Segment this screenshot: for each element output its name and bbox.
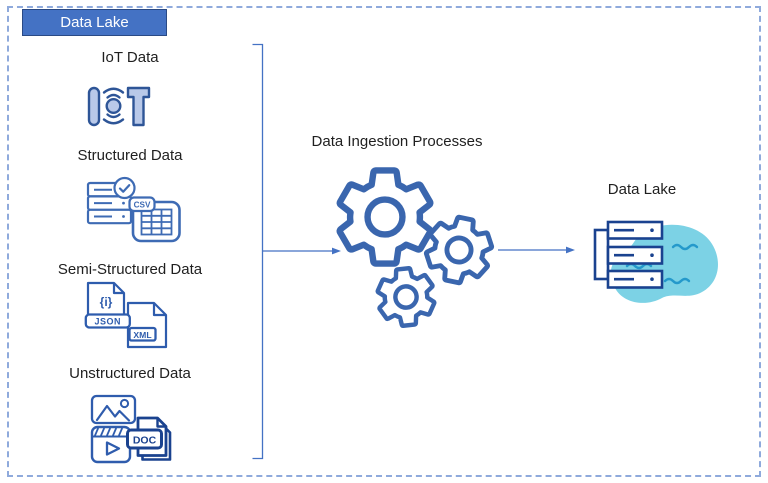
iot-letter-t	[126, 86, 151, 127]
iot-letter-o	[105, 98, 122, 115]
gear-small-icon	[376, 266, 437, 328]
server-bars	[606, 220, 664, 289]
data-lake-label: Data Lake	[607, 181, 677, 198]
gears-icon	[320, 158, 505, 333]
braces-glyph: {i}	[100, 295, 113, 309]
iot-wave-top-large	[102, 87, 125, 94]
server-stack-icon	[593, 220, 664, 289]
doc-badge-text: DOC	[133, 435, 157, 447]
semi-structured-data-label: Semi-Structured Data	[57, 261, 203, 278]
iot-wave-bottom-large	[102, 118, 125, 125]
sources-bracket	[252, 43, 264, 460]
json-badge: JSON	[84, 313, 131, 329]
arrow-ingestion-to-lake-icon	[498, 246, 575, 254]
check-circle-icon	[113, 176, 136, 200]
structured-data-label: Structured Data	[77, 147, 183, 164]
database-stack	[86, 181, 133, 225]
gear-large-icon	[340, 170, 431, 263]
arrow-sources-to-ingestion-icon	[263, 247, 341, 255]
doc-file-icon: DOC	[126, 416, 172, 461]
doc-badge	[126, 428, 163, 450]
data-lake-tab: Data Lake	[22, 9, 167, 36]
ingestion-label: Data Ingestion Processes	[311, 133, 483, 150]
video-icon	[90, 425, 132, 464]
csv-badge-text: CSV	[134, 201, 151, 210]
gear-medium-icon	[422, 212, 497, 288]
server-rack-frame	[593, 228, 610, 281]
csv-table-icon: CSV	[128, 196, 181, 243]
json-badge-text: JSON	[95, 317, 122, 327]
unstructured-data-label: Unstructured Data	[69, 365, 191, 382]
unstructured-icons: DOC	[90, 394, 172, 464]
iot-letter-i	[87, 86, 101, 127]
xml-badge-text: XML	[133, 330, 151, 340]
iot-wave-bottom-small	[106, 113, 121, 119]
database-check-icon: CSV	[86, 176, 181, 243]
image-icon	[90, 394, 137, 425]
semi-structured-icons: {i} JSON XML	[84, 281, 168, 349]
csv-badge	[128, 196, 156, 213]
iot-data-label: IoT Data	[101, 49, 159, 66]
iot-icon	[87, 86, 151, 127]
iot-wave-top-small	[106, 93, 121, 99]
xml-badge: XML	[128, 326, 157, 342]
